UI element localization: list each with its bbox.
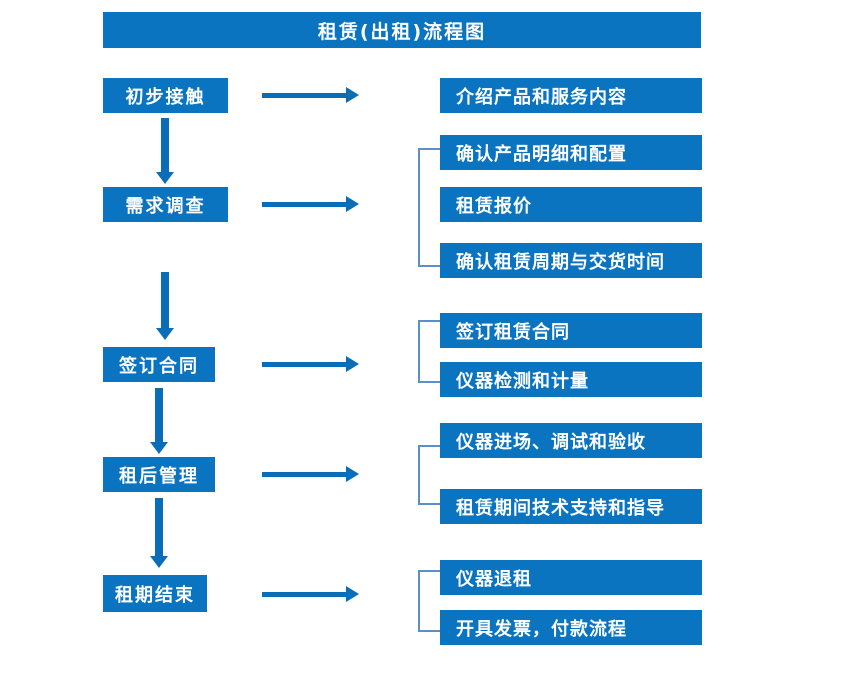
stage-box-2[interactable]: 需求调查 (103, 187, 228, 222)
stage-box-5[interactable]: 租期结束 (103, 575, 207, 612)
detail-label-4: 确认租赁周期与交货时间 (456, 251, 665, 273)
arrow-shaft (161, 272, 169, 328)
arrow-head (346, 466, 359, 482)
stage-box-4[interactable]: 租后管理 (103, 457, 215, 492)
detail-label-7: 仪器进场、调试和验收 (456, 431, 646, 453)
arrow-head (346, 87, 359, 103)
group-bracket-3 (418, 320, 440, 383)
arrow-head (346, 196, 359, 212)
stage-label-1: 初步接触 (125, 86, 206, 108)
detail-box-6[interactable]: 仪器检测和计量 (440, 362, 702, 397)
detail-box-9[interactable]: 仪器退租 (440, 560, 702, 595)
detail-box-4[interactable]: 确认租赁周期与交货时间 (440, 243, 702, 278)
detail-box-5[interactable]: 签订租赁合同 (440, 313, 702, 348)
arrow-head (150, 442, 168, 454)
detail-label-2: 确认产品明细和配置 (456, 143, 627, 165)
arrow-shaft (262, 362, 346, 367)
detail-box-2[interactable]: 确认产品明细和配置 (440, 135, 702, 170)
arrow-shaft (262, 472, 346, 477)
group-bracket-4 (418, 445, 440, 505)
detail-box-8[interactable]: 租赁期间技术支持和指导 (440, 489, 702, 524)
stage-label-3: 签订合同 (119, 355, 199, 377)
stage-box-1[interactable]: 初步接触 (103, 78, 228, 113)
stage-label-5: 租期结束 (115, 584, 195, 606)
detail-box-10[interactable]: 开具发票，付款流程 (440, 610, 702, 645)
arrow-shaft (155, 388, 163, 442)
detail-box-3[interactable]: 租赁报价 (440, 187, 702, 222)
detail-label-5: 签订租赁合同 (456, 321, 570, 343)
diagram-title-text: 租赁(出租)流程图 (317, 20, 487, 43)
detail-label-8: 租赁期间技术支持和指导 (456, 497, 665, 519)
detail-box-7[interactable]: 仪器进场、调试和验收 (440, 423, 702, 458)
group-bracket-2 (418, 148, 440, 267)
arrow-head (346, 586, 359, 602)
arrow-shaft (262, 93, 346, 98)
diagram-title-bar: 租赁(出租)流程图 (103, 12, 701, 48)
stage-label-2: 需求调查 (125, 195, 206, 217)
arrow-head (156, 172, 174, 184)
detail-label-9: 仪器退租 (456, 568, 532, 590)
stage-box-3[interactable]: 签订合同 (103, 347, 215, 382)
detail-label-3: 租赁报价 (456, 195, 532, 217)
arrow-head (346, 356, 359, 372)
detail-label-6: 仪器检测和计量 (456, 370, 589, 392)
stage-label-4: 租后管理 (119, 465, 199, 487)
arrow-shaft (161, 118, 169, 172)
arrow-head (150, 556, 168, 568)
detail-label-1: 介绍产品和服务内容 (456, 86, 627, 108)
detail-label-10: 开具发票，付款流程 (456, 618, 627, 640)
arrow-shaft (262, 202, 346, 207)
arrow-shaft (262, 592, 346, 597)
arrow-shaft (155, 498, 163, 556)
group-bracket-5 (418, 570, 440, 632)
arrow-head (156, 328, 174, 340)
detail-box-1[interactable]: 介绍产品和服务内容 (440, 78, 702, 113)
